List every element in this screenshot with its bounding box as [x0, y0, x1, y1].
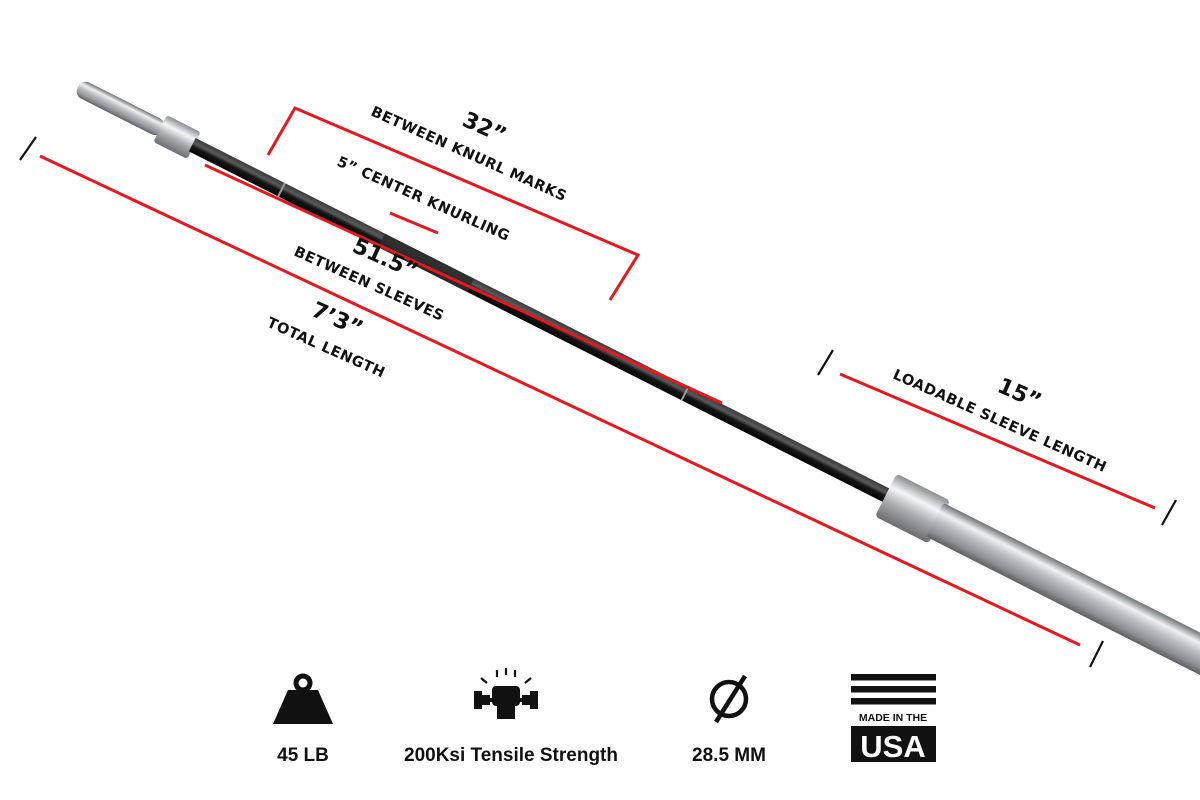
weight-icon	[273, 673, 333, 724]
left-collar	[154, 116, 200, 158]
right-sleeve	[927, 503, 1200, 739]
sleeve-length-value: 15”	[994, 374, 1045, 415]
center-knurling-line	[389, 211, 439, 235]
total-length-right-tick	[1089, 640, 1104, 668]
knurl-mark-right	[680, 386, 690, 401]
sleeve-left-tick	[817, 349, 834, 376]
knurl-marks-value: 32”	[459, 108, 510, 149]
weight-label: 45 LB	[277, 745, 329, 766]
end-ticks	[19, 136, 1177, 668]
between-sleeves-line	[204, 163, 723, 405]
knurl-mark-left	[277, 182, 286, 197]
sleeve-length-line	[839, 372, 1156, 510]
total-length-left-tick	[19, 136, 37, 161]
total-length-line	[39, 154, 1081, 647]
grip-strength-icon	[474, 668, 538, 719]
sleeve-right-tick	[1161, 499, 1177, 526]
made-in-the-text: MADE IN THE	[859, 712, 927, 724]
dimension-lines	[39, 106, 1156, 647]
diameter-label: 28.5 MM	[692, 745, 766, 766]
diameter-icon	[709, 674, 749, 724]
usa-flag-icon: MADE IN THE USA	[851, 674, 936, 764]
right-collar	[876, 474, 949, 543]
tensile-strength-label: 200Ksi Tensile Strength	[404, 745, 618, 766]
knurl-marks-bracket	[266, 106, 641, 301]
usa-text: USA	[860, 729, 925, 764]
left-sleeve	[76, 81, 165, 136]
